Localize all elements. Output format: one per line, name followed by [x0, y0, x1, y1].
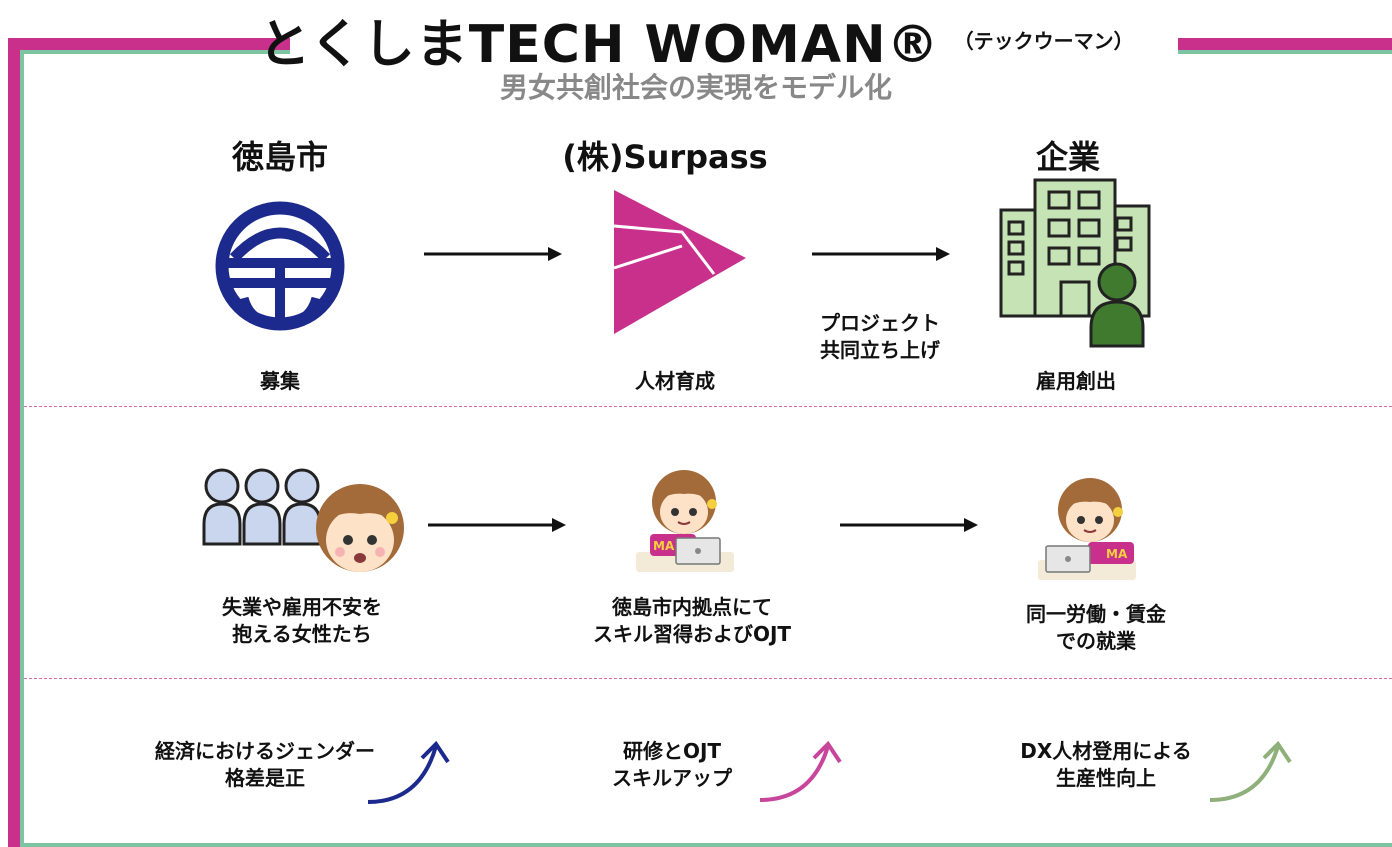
frame-top-right-green	[1178, 50, 1392, 54]
frame-top-right-magenta	[1178, 38, 1392, 50]
label-training: 徳島市内拠点にて スキル習得およびOJT	[532, 594, 852, 648]
label-productivity-line2: 生産性向上	[1056, 766, 1156, 790]
label-job-seekers-line1: 失業や雇用不安を	[222, 595, 382, 619]
frame-top-left-magenta	[8, 38, 290, 50]
label-job-seekers: 失業や雇用不安を 抱える女性たち	[142, 594, 462, 648]
label-training-line1: 徳島市内拠点にて	[612, 595, 772, 619]
divider-1	[24, 406, 1392, 407]
label-employment: 同一労働・賃金 での就業	[936, 601, 1256, 655]
project-label-line2: 共同立ち上げ	[820, 338, 940, 362]
frame-left-magenta	[8, 38, 20, 847]
label-skill-up: 研修とOJT スキルアップ	[512, 738, 832, 792]
arrow-surpass-to-company	[812, 247, 950, 261]
label-employment-line2: での就業	[1056, 629, 1136, 653]
project-label-line1: プロジェクト	[820, 311, 940, 335]
woman-working-laptop-icon: MA	[1038, 478, 1136, 580]
label-productivity: DX人材登用による 生産性向上	[946, 738, 1266, 792]
label-employment-line1: 同一労働・賃金	[1026, 602, 1166, 626]
heading-company: 企業	[1035, 138, 1100, 176]
frame-bottom-green	[20, 843, 1392, 847]
caption-company: 雇用創出	[1036, 369, 1116, 393]
label-skill-up-line1: 研修とOJT	[622, 739, 722, 763]
label-skill-up-line2: スキルアップ	[612, 766, 732, 790]
tokushima-city-emblem-icon	[215, 201, 345, 331]
laptop-badge-text-2: MA	[1106, 547, 1128, 561]
label-job-seekers-line2: 抱える女性たち	[232, 622, 372, 646]
job-seekers-group-icon	[202, 468, 404, 572]
page-title: とくしまTECH WOMAN® （テックウーマン）	[0, 2, 1392, 77]
company-building-icon	[999, 178, 1151, 348]
label-gender-gap-line2: 格差是正	[225, 766, 305, 790]
arrow-training-to-employment	[840, 518, 978, 532]
arrow-city-to-surpass	[424, 247, 562, 261]
arrow-seekers-to-training	[428, 518, 566, 532]
upward-curve-arrow-navy-icon	[367, 740, 450, 804]
label-training-line2: スキル習得およびOJT	[592, 622, 792, 646]
divider-2	[24, 678, 1392, 679]
frame-left-green	[20, 50, 24, 847]
heading-city: 徳島市	[231, 138, 328, 176]
title-main: とくしまTECH WOMAN®	[258, 15, 940, 75]
title-sub: （テックウーマン）	[953, 29, 1134, 53]
surpass-logo-icon	[613, 190, 746, 334]
project-launch-label: プロジェクト 共同立ち上げ	[720, 310, 1040, 364]
worried-woman-icon	[316, 484, 404, 572]
frame-top-left-green	[20, 50, 290, 54]
upward-curve-arrow-pink-icon	[759, 740, 842, 802]
woman-with-laptop-icon: MA	[636, 470, 734, 572]
laptop-badge-text-1: MA	[653, 539, 675, 553]
label-gender-gap-line1: 経済におけるジェンダー	[155, 739, 375, 763]
page-subtitle: 男女共創社会の実現をモデル化	[499, 71, 892, 104]
label-productivity-line1: DX人材登用による	[1020, 739, 1192, 763]
caption-surpass: 人材育成	[635, 369, 715, 393]
heading-surpass: (株)Surpass	[562, 138, 768, 176]
caption-city: 募集	[260, 369, 300, 393]
label-gender-gap: 経済におけるジェンダー 格差是正	[105, 738, 425, 792]
upward-curve-arrow-green-icon	[1209, 740, 1292, 802]
